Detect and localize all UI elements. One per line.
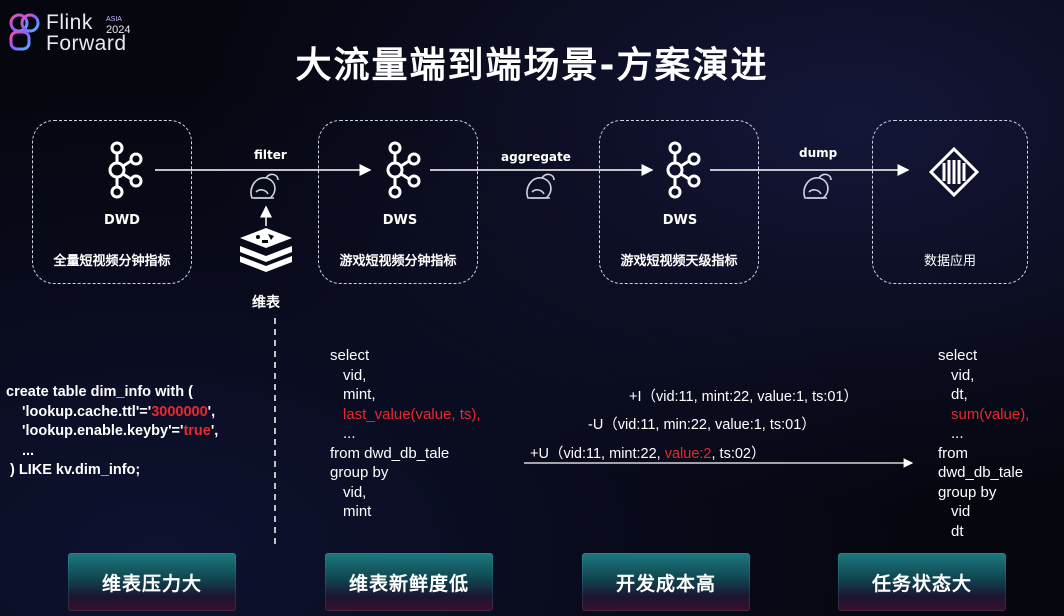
issue-state-size: 任务状态大 [838,553,1006,611]
sql-right-line-9: vid [951,503,971,520]
logo-badge: ASIA 2024 [106,16,130,36]
node-box-dws-day [599,120,759,284]
node-caption-dws-day: 游戏短视频天级指标 [620,254,738,269]
changelog-insert: +I（vid:11, mint:22, value:1, ts:01） [629,389,859,405]
redis-icon [240,228,292,272]
changelog-retract: -U（vid:11, min:22, value:1, ts:01） [588,417,816,433]
logo-line-2: Forward [46,32,127,55]
logo-badge-year: 2024 [106,24,131,36]
ddl-line-1: create table dim_info with ( [6,384,193,400]
flink-forward-logo: Flink Forward ASIA 2024 [8,11,130,55]
edge-label-filter: filter [254,148,287,162]
changelog-update: +U（vid:11, mint:22, value:2, ts:02） [530,442,766,463]
dim-table-ddl: create table dim_info with ( 'lookup.cach… [6,383,218,481]
changelog-update-value: value:2 [664,446,712,462]
kafka-icon [108,141,143,199]
node-label-dws-minute: DWS [382,213,418,228]
node-box-data-app [872,120,1028,284]
node-caption-dwd: 全量短视频分钟指标 [53,254,171,269]
ddl-sep-keyby: ', [210,423,219,439]
sql-right-line-7: dwd_db_tale [938,464,1024,481]
sql-mid-line-5: ... [343,425,356,442]
sql-right-line-8: group by [938,483,997,501]
node-caption-data-app: 数据应用 [923,254,976,269]
issue-dev-cost: 开发成本高 [582,553,750,611]
sql-right-line-4: sum(value), [951,405,1030,423]
logo-badge-line: ASIA [106,16,122,23]
node-label-dws-day: DWS [662,213,698,228]
sql-mid-line-8: vid, [343,483,367,501]
changelog-update-prefix: +U（vid:11, mint:22, [530,446,665,462]
dim-table-label: 维表 [252,295,280,311]
ddl-key-ttl: 'lookup.cache.ttl'=' [22,403,152,420]
sql-right-line-10: dt [951,522,964,540]
ddl-sep-ttl: ', [207,403,216,420]
sql-right-line-2: vid, [951,366,975,384]
sql-mid-line-7: group by [330,464,389,481]
flink-logo-icon [9,13,40,51]
squirrel-icon [803,173,832,199]
day-agg-sql: select vid, dt, sum(value),... from dwd_db_ta… [938,346,1029,541]
ddl-line-2: 'lookup.cache.ttl'='3000000', [6,403,218,423]
minute-agg-sql: select vid, mint, last_value(value, ts),...… [330,346,481,522]
data-app-icon [928,146,980,198]
logo-line-1: Flink [46,11,93,34]
sql-mid-line-9: mint [343,503,372,520]
page-title: 大流量端到端场景-方案演进 [295,45,769,86]
sql-right-line-5: ... [951,425,964,442]
node-label-dwd: DWD [104,213,140,228]
ddl-line-4: ... [22,442,35,459]
sql-mid-line-3: mint, [343,386,376,403]
kafka-icon [386,141,421,199]
ddl-line-5: ) LIKE kv.dim_info; [10,462,141,478]
ddl-value-ttl: 3000000 [151,403,208,420]
squirrel-icon [250,173,279,199]
node-caption-dws-minute: 游戏短视频分钟指标 [339,254,457,269]
edge-label-dump: dump [799,146,838,160]
sql-right-line-1: select [938,347,978,364]
issue-dim-freshness: 维表新鲜度低 [325,553,493,611]
squirrel-icon [526,173,555,199]
changelog-update-suffix: , ts:02） [711,446,766,462]
sql-mid-line-1: select [330,347,370,364]
node-box-dws-minute [318,120,478,284]
sql-mid-line-4: last_value(value, ts), [343,405,481,423]
kafka-icon [666,141,701,199]
sql-right-line-6: from [938,444,968,462]
edge-label-aggregate: aggregate [501,150,571,164]
sql-mid-line-6: from dwd_db_tale [330,444,450,462]
sql-right-line-3: dt, [951,386,968,403]
node-box-dwd [32,120,192,284]
ddl-line-3: 'lookup.enable.keyby'='true', [6,422,218,442]
sql-mid-line-2: vid, [343,366,367,384]
ddl-key-keyby: 'lookup.enable.keyby'=' [22,423,184,439]
issue-dim-pressure: 维表压力大 [68,553,236,611]
ddl-value-keyby: true [183,423,211,439]
